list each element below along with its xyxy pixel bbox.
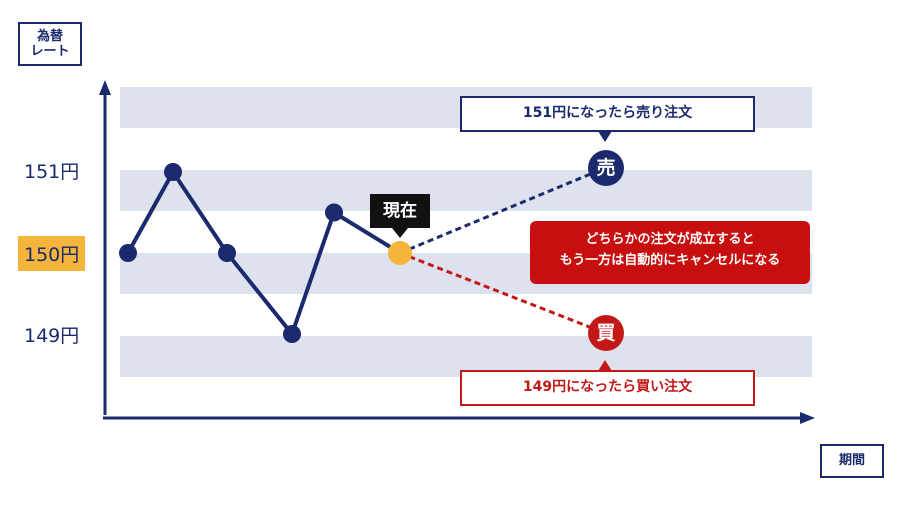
oco-note: どちらかの注文が成立すると もう一方は自動的にキャンセルになる: [530, 221, 810, 284]
current-tag: 現在: [370, 194, 430, 228]
current-point: [388, 241, 412, 265]
sell-callout-pointer: [598, 131, 612, 142]
data-point: [119, 244, 137, 262]
y-tick-150-current: 150円: [18, 236, 86, 271]
buy-callout-pointer: [598, 360, 612, 371]
data-point: [164, 163, 182, 181]
y-axis-title-line2: レート: [30, 44, 70, 59]
y-tick-151: 151円: [24, 161, 80, 183]
sell-projection-line: [399, 166, 606, 255]
price-series: [119, 163, 412, 343]
y-axis-title: 為替 レート: [18, 22, 82, 66]
y-axis-title-line1: 為替: [36, 29, 63, 44]
oco-note-line1: どちらかの注文が成立すると: [585, 232, 755, 247]
series-line: [126, 170, 402, 336]
data-point: [218, 244, 236, 262]
current-tag-pointer: [392, 228, 408, 238]
oco-note-line2: もう一方は自動的にキャンセルになる: [559, 253, 781, 268]
x-axis-title: 期間: [820, 444, 884, 478]
x-axis-title-text: 期間: [838, 453, 865, 468]
data-point: [325, 203, 343, 222]
buy-marker: 買: [588, 315, 624, 351]
band-1: [120, 170, 812, 211]
x-axis-arrow: [800, 412, 815, 424]
y-tick-149: 149円: [24, 325, 80, 347]
data-point: [283, 325, 301, 343]
buy-order-callout: 149円になったら買い注文: [460, 370, 755, 406]
sell-marker: 売: [588, 150, 624, 186]
sell-order-callout: 151円になったら売り注文: [460, 96, 755, 132]
y-axis-arrow: [99, 80, 111, 95]
buy-projection-line: [399, 251, 606, 335]
